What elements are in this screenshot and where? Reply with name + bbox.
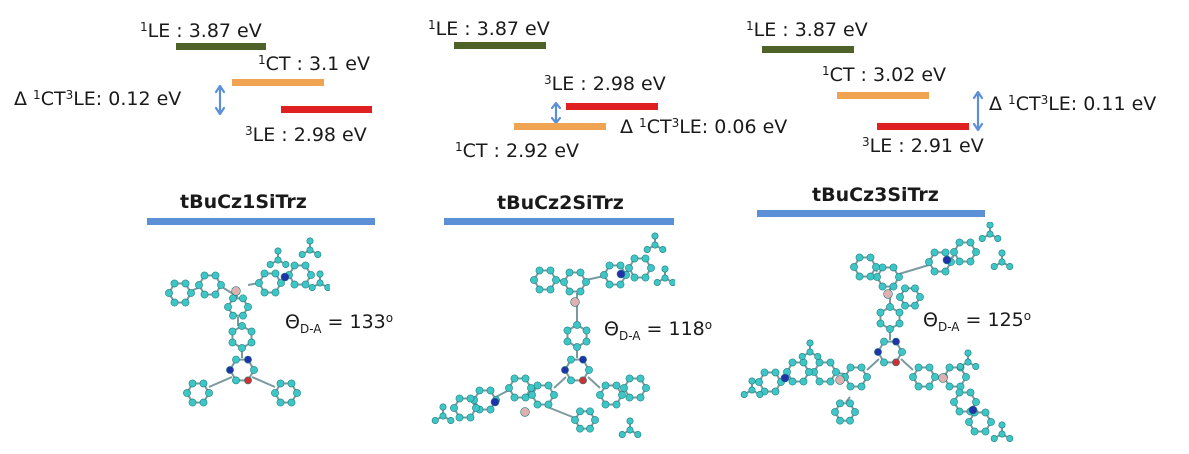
panel3-le1-level <box>762 46 854 53</box>
panel2-molecule-structure <box>431 232 675 439</box>
panel1-ct1-level <box>232 79 324 86</box>
panel2-name-bar <box>444 218 674 225</box>
panel1-le1-level <box>176 43 266 50</box>
panel1-gap-label: Δ 1CT3LE: 0.12 eV <box>14 88 182 110</box>
panel1-theta-label: ΘD-A = 133o <box>285 311 394 336</box>
panel1-le1-label: 1LE : 3.87 eV <box>140 20 262 42</box>
panel2-ct1-level <box>514 123 606 130</box>
panel1-ct1-label: 1CT : 3.1 eV <box>258 53 370 75</box>
panel3-ct1-level <box>837 92 929 99</box>
panel1-gap-arrow <box>214 84 226 116</box>
panel3-molecule-name: tBuCz3SiTrz <box>812 184 939 206</box>
panel3-name-bar <box>757 210 985 217</box>
panel2-molecule-name: tBuCz2SiTrz <box>497 192 624 214</box>
panel3-molecule-structure <box>740 222 1014 443</box>
panel2-ct1-label: 1CT : 2.92 eV <box>455 140 580 162</box>
panel3-le3-label: 3LE : 2.91 eV <box>862 135 984 157</box>
panel1-le3-level <box>281 106 372 113</box>
panel3-gap-arrow <box>972 90 984 132</box>
panel2-le3-level <box>566 103 658 110</box>
panel2-le3-label: 3LE : 2.98 eV <box>544 73 666 95</box>
panel3-le1-label: 1LE : 3.87 eV <box>746 19 868 41</box>
panel2-gap-label: Δ 1CT3LE: 0.06 eV <box>620 116 788 138</box>
panel3-ct1-label: 1CT : 3.02 eV <box>822 64 947 86</box>
panel1-name-bar <box>147 218 375 225</box>
panel1-molecule-structure <box>165 237 330 407</box>
panel3-le3-level <box>877 123 969 130</box>
panel3-theta-label: ΘD-A = 125o <box>923 309 1032 334</box>
panel2-le1-label: 1LE : 3.87 eV <box>428 18 550 40</box>
panel2-le1-level <box>454 42 546 49</box>
panel2-theta-label: ΘD-A = 118o <box>604 318 713 343</box>
panel1-le3-label: 3LE : 2.98 eV <box>245 124 367 146</box>
panel3-gap-label: Δ 1CT3LE: 0.11 eV <box>989 93 1157 115</box>
panel1-molecule-name: tBuCz1SiTrz <box>180 191 307 213</box>
